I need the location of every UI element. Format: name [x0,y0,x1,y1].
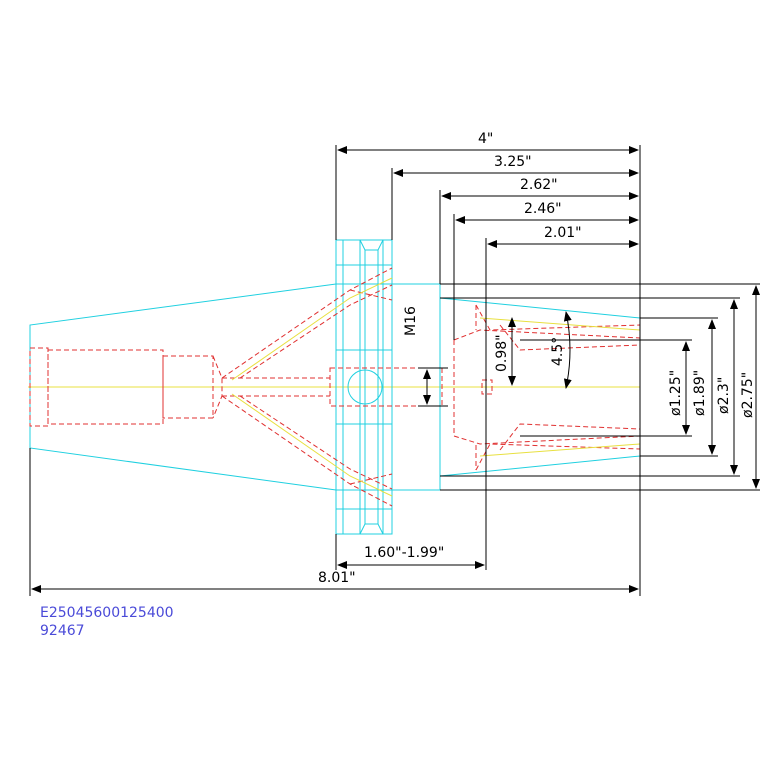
dim-overall-length: 4" [478,131,493,147]
dim-range: 1.60"-1.99" [364,545,444,561]
dim-2-46: 2.46" [524,201,562,217]
dim-angle: 4.5° [550,337,566,366]
dim-3-25: 3.25" [494,154,532,170]
dim-2-01: 2.01" [544,225,582,241]
dim-bore: 0.98" [494,334,510,372]
dim-total-length: 8.01" [318,570,356,586]
item-number: 92467 [40,623,85,639]
dim-dia-23: ø2.3" [716,377,732,414]
dim-dia-125: ø1.25" [668,370,684,416]
inner-cone [231,277,641,497]
dimension-lines [31,146,760,593]
dim-dia-275: ø2.75" [740,372,756,418]
dim-2-62: 2.62" [520,177,558,193]
dim-dia-189: ø1.89" [692,370,708,416]
dim-thread: M16 [403,306,419,336]
extension-lines [29,145,760,596]
part-number: E25045600125400 [40,605,174,621]
hidden-lines [29,267,641,507]
